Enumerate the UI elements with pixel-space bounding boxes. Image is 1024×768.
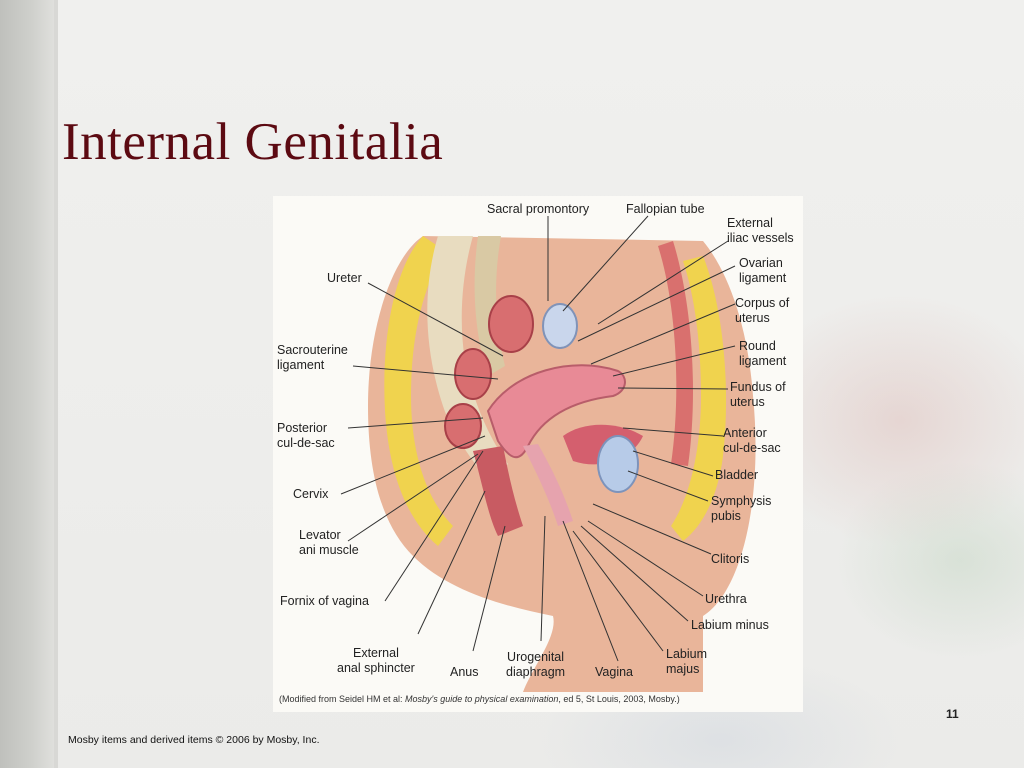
label-levator-ani-muscle: Levator ani muscle [299, 528, 359, 557]
label-clitoris: Clitoris [711, 552, 750, 566]
label-vagina: Vagina [595, 665, 633, 679]
credit-suffix: , ed 5, St Louis, 2003, Mosby.) [558, 694, 680, 704]
label-corpus-of-uterus: Corpus of uterus [735, 296, 790, 325]
page-number: 11 [946, 707, 959, 721]
label-symphysis-pubis: Symphysis pubis [711, 494, 772, 523]
copyright-footer: Mosby items and derived items © 2006 by … [68, 734, 320, 746]
label-ureter: Ureter [327, 271, 362, 285]
abdominal-wall [658, 241, 693, 466]
label-fundus-of-uterus: Fundus of uterus [730, 380, 786, 409]
anatomy-illustration [340, 215, 756, 692]
label-external-anal-sphincter: External anal sphincter [337, 646, 415, 675]
anatomy-figure: Sacral promontory Fallopian tube Externa… [273, 196, 803, 712]
left-bar-edge [54, 0, 58, 768]
symphysis-pubis [597, 435, 639, 493]
body-silhouette [368, 236, 756, 692]
label-posterior-cul-de-sac: Posterior cul-de-sac [277, 421, 335, 450]
label-bladder: Bladder [715, 468, 759, 482]
colon-loop-1 [488, 295, 534, 353]
label-labium-majus: Labium majus [666, 647, 707, 676]
label-round-ligament: Round ligament [739, 339, 787, 368]
sacrum [427, 236, 508, 481]
colon-loop-2 [454, 348, 492, 400]
label-cervix: Cervix [293, 487, 329, 501]
vagina-canal [523, 444, 573, 526]
left-accent-bar [0, 0, 58, 768]
rectum [473, 446, 523, 536]
label-fornix-of-vagina: Fornix of vagina [280, 594, 369, 608]
colon-loop-3 [444, 403, 482, 449]
label-fallopian-tube: Fallopian tube [626, 202, 705, 216]
credit-book-title: Mosby's guide to physical examination [405, 694, 559, 704]
label-anus: Anus [450, 665, 479, 679]
label-anterior-cul-de-sac: Anterior cul-de-sac [723, 426, 781, 455]
label-urethra: Urethra [705, 592, 747, 606]
fat-layer-right [671, 256, 727, 541]
label-sacrouterine-ligament: Sacrouterine ligament [277, 343, 348, 372]
label-sacral-promontory: Sacral promontory [487, 202, 590, 216]
ovary [542, 303, 578, 349]
slide-title: Internal Genitalia [62, 113, 444, 171]
label-external-iliac-vessels: External iliac vessels [727, 216, 794, 245]
credit-prefix: (Modified from Seidel HM et al: [279, 694, 406, 704]
label-ovarian-ligament: Ovarian ligament [739, 256, 787, 285]
figure-credit: (Modified from Seidel HM et al: Mosby's … [279, 694, 680, 704]
label-labium-minus: Labium minus [691, 618, 769, 632]
fat-layer [384, 236, 453, 546]
uterus [486, 364, 626, 459]
label-urogenital-diaphragm: Urogenital diaphragm [506, 650, 566, 679]
leader-lines [340, 215, 736, 662]
